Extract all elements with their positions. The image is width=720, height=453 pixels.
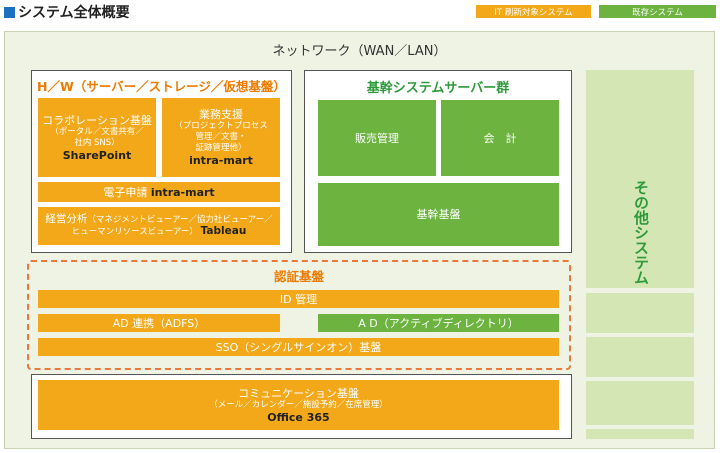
- title-square-icon: [4, 6, 15, 18]
- collab-product: SharePoint: [62, 148, 132, 162]
- work-detail-2: 管理／文書・: [195, 132, 247, 142]
- other-system-slot-2: [586, 337, 694, 377]
- work-detail-3: 証跡管理他）: [195, 143, 247, 153]
- legend-existing: 既存システム: [599, 5, 716, 18]
- other-system-label: その他システム: [632, 180, 650, 285]
- work-block: 業務支援 （プロジェクトプロセス 管理／文書・ 証跡管理他） intra-mar…: [162, 98, 280, 177]
- sales-block: 販売管理: [318, 100, 436, 176]
- analysis-detail-2: ヒューマンリソースビューアー）: [71, 227, 198, 237]
- core-base-block: 基幹基盤: [318, 183, 559, 246]
- work-name: 業務支援: [199, 108, 243, 121]
- work-detail-1: （プロジェクトプロセス: [174, 121, 268, 131]
- auth-header: 認証基盤: [273, 269, 324, 284]
- e-app-product: intra-mart: [150, 185, 215, 199]
- analysis-detail-1: （マネジメントビューアー／協力社ビューアー／: [87, 215, 273, 225]
- other-system-slot-3: [586, 381, 694, 425]
- analysis-product: Tableau: [200, 225, 247, 237]
- legend-it: IT 刷新対象システム: [476, 5, 591, 18]
- analysis-name: 経営分析: [45, 213, 88, 225]
- collab-block: コラボレーション基盤 （ポータル／文書共有／ 社内 SNS） SharePoin…: [38, 98, 156, 177]
- page-title: システム全体概要: [4, 2, 130, 22]
- comm-product: Office 365: [267, 410, 330, 424]
- ad-block: A D（アクティブディレクトリ）: [318, 314, 559, 332]
- comm-detail: （メール／カレンダー／施設予約／在席管理）: [209, 399, 388, 410]
- other-system-slot-4: [586, 429, 694, 439]
- comm-block: コミュニケーション基盤 （メール／カレンダー／施設予約／在席管理） Office…: [38, 380, 559, 430]
- comm-name: コミュニケーション基盤: [238, 386, 359, 400]
- network-label: ネットワーク（WAN／LAN）: [272, 44, 447, 59]
- id-mgmt-block: ID 管理: [38, 290, 559, 308]
- accounting-block: 会 計: [441, 100, 559, 176]
- collab-detail-1: （ポータル／文書共有／: [50, 126, 144, 137]
- sso-block: SSO（シングルサインオン）基盤: [38, 338, 559, 356]
- work-product: intra-mart: [189, 154, 253, 167]
- ad-link-block: AD 連携（ADFS）: [38, 314, 280, 332]
- e-app-name: 電子申請: [103, 186, 148, 199]
- core-header: 基幹システムサーバー群: [366, 81, 510, 96]
- page-title-text: システム全体概要: [18, 5, 130, 21]
- other-system-main: [586, 70, 694, 288]
- analysis-block: 経営分析（マネジメントビューアー／協力社ビューアー／ ヒューマンリソースビューア…: [38, 207, 280, 245]
- hw-header: H／W（サーバー／ストレージ／仮想基盤）: [37, 79, 286, 94]
- other-system-slot-1: [586, 293, 694, 333]
- collab-detail-2: 社内 SNS）: [74, 137, 120, 148]
- e-app-block: 電子申請 intra-mart: [38, 182, 280, 202]
- collab-name: コラボレーション基盤: [42, 113, 152, 127]
- auth-box: [27, 260, 571, 370]
